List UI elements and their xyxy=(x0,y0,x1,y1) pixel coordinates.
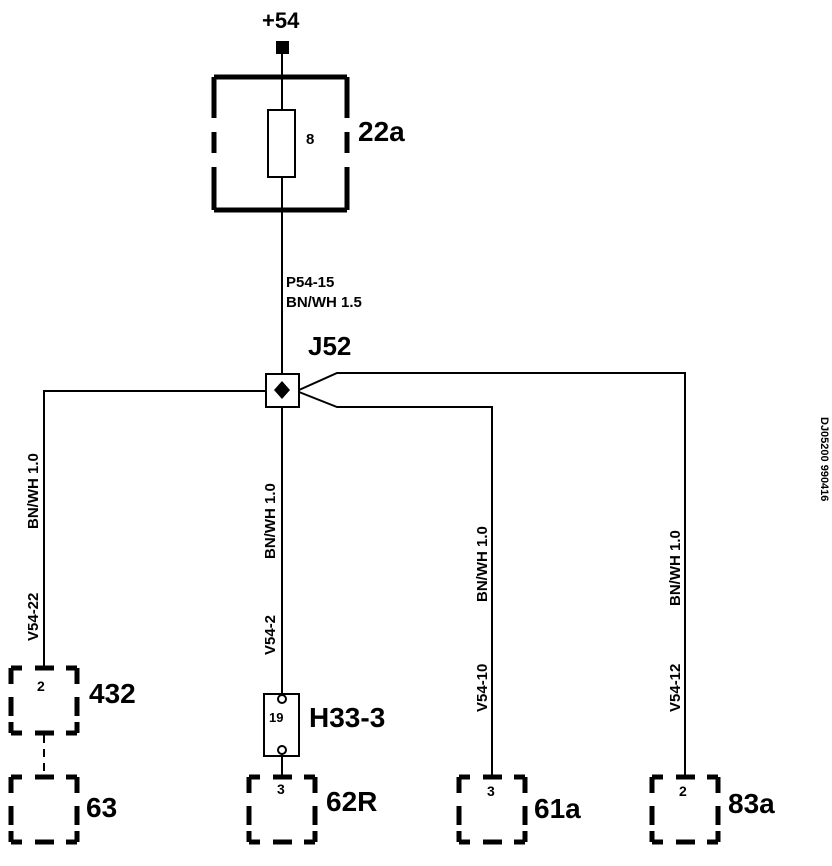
component-61a-pin: 3 xyxy=(487,783,495,799)
component-432-pin: 2 xyxy=(37,678,45,694)
feed-wire-spec: BN/WH 1.5 xyxy=(286,294,362,311)
wire-id-v54-2: V54-2 xyxy=(262,615,279,655)
connector-h33-pin: 19 xyxy=(269,710,283,725)
component-83a-id: 83a xyxy=(728,788,775,819)
component-432-box xyxy=(8,665,80,736)
splice-id: J52 xyxy=(308,331,351,361)
wire-spec-v54-10: BN/WH 1.0 xyxy=(474,526,491,602)
component-83a-box xyxy=(649,774,721,845)
wire-id-v54-12: V54-12 xyxy=(667,664,684,712)
component-432-id: 432 xyxy=(89,678,136,709)
wire-spec-v54-22: BN/WH 1.0 xyxy=(25,453,42,529)
branch-wire-v54-10 xyxy=(298,391,493,776)
splice-node xyxy=(274,381,290,399)
supply-terminal xyxy=(276,41,289,54)
branch-wire-v54-12 xyxy=(298,372,686,776)
feed-wire-id: P54-15 xyxy=(286,274,334,291)
component-83a-pin: 2 xyxy=(679,783,687,799)
wire-id-v54-10: V54-10 xyxy=(474,664,491,712)
fuse-id: 22a xyxy=(358,116,405,147)
component-63-id: 63 xyxy=(86,792,117,823)
component-61a-box xyxy=(456,774,528,845)
component-62r-pin: 3 xyxy=(277,781,285,797)
supply-label: +54 xyxy=(262,8,300,33)
branch-wire-v54-22 xyxy=(43,390,266,668)
component-61a-id: 61a xyxy=(534,793,581,824)
fuse-element xyxy=(267,109,296,178)
fuse-rating: 8 xyxy=(306,131,314,148)
connector-h33-id: H33-3 xyxy=(309,702,385,733)
drawing-reference: DJ05200 990416 xyxy=(818,417,830,501)
fuse-box-22a xyxy=(211,74,350,213)
connector-h33-top-pin xyxy=(277,694,287,704)
connector-h33-bottom-pin xyxy=(277,745,287,755)
component-63-box xyxy=(8,774,80,845)
wire-spec-v54-12: BN/WH 1.0 xyxy=(667,530,684,606)
component-62r-box xyxy=(246,774,318,845)
wire-id-v54-22: V54-22 xyxy=(25,593,42,641)
wire-spec-v54-2: BN/WH 1.0 xyxy=(262,483,279,559)
component-62r-id: 62R xyxy=(326,786,377,817)
